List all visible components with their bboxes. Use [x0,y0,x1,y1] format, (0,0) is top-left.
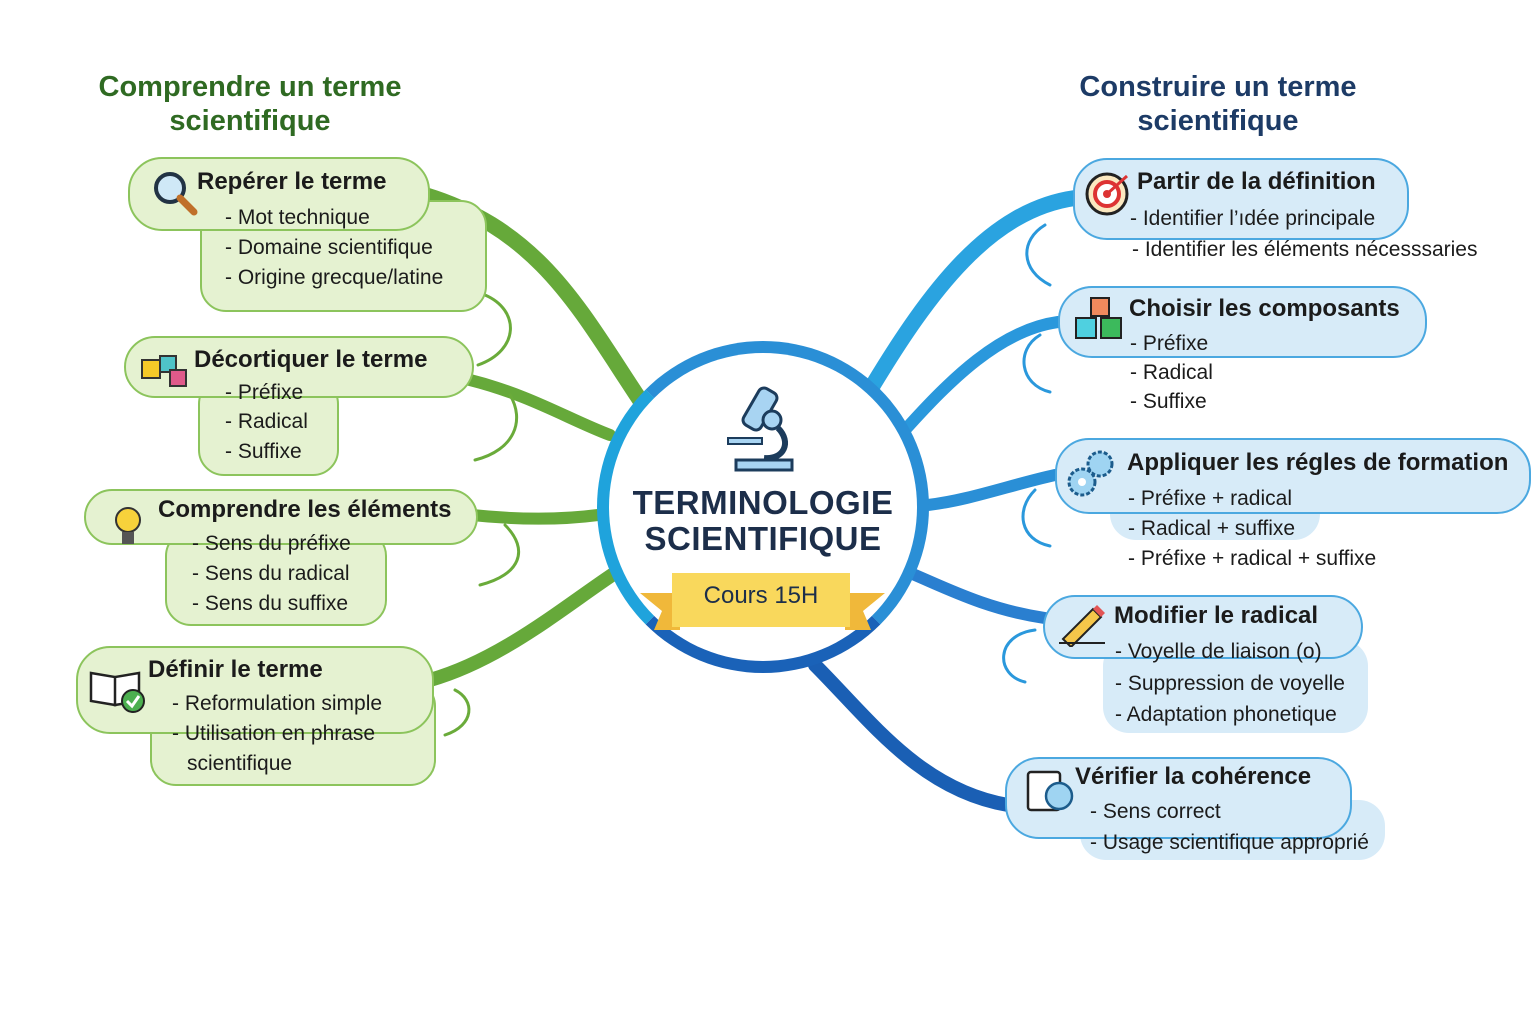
node-item: - Reformulation simple [172,692,383,715]
document-check-icon [1025,768,1077,819]
course-badge: Cours 15H [672,573,850,627]
node-item: - Sens du radical [192,562,350,585]
node-item: - Utilisation en phrase [172,722,376,745]
node-title: Choisir les composants [1129,295,1400,322]
node-item: - Suppression de voyelle [1115,672,1345,695]
lightbulb-icon [108,502,148,557]
node-item: - Préfixe + radical [1128,487,1292,510]
node-item: - Identifier l’ıdée principale [1130,207,1376,230]
node-title: Modifier le radical [1114,602,1319,629]
node-title: Appliquer les régles de formation [1127,449,1509,476]
node-item: - Préfixe [225,381,304,404]
node-item: scientifique [187,752,293,775]
node-item: - Radical [1130,361,1213,384]
node-item: - Adaptation phonetique [1115,703,1337,726]
magnifier-icon [150,168,202,225]
node-item: - Mot technique [225,206,370,229]
node-item: - Suffixe [1130,390,1207,413]
node-item: - Radical [225,410,308,433]
cubes-icon [1073,296,1129,349]
node-item: - Domaine scientifique [225,236,433,259]
node-title: Partir de la définition [1137,168,1376,195]
node-item: - Suffixe [225,440,302,463]
pencil-icon [1055,603,1107,652]
puzzle-icon [140,352,194,399]
node-item: - Voyelle de liaison (o) [1115,640,1322,663]
node-item: - Sens du préfixe [192,532,351,555]
book-check-icon [88,665,148,720]
node-item: - Sens correct [1090,800,1221,823]
node-item: - Identifier les éléments nécesssaries [1132,238,1478,261]
node-title: Définir le terme [148,656,323,683]
node-title: Décortiquer le terme [194,346,428,373]
node-title: Repérer le terme [197,168,387,195]
node-item: - Préfixe + radical + suffixe [1128,547,1377,570]
node-item: - Usage scientifique approprié [1090,831,1369,854]
central-title-line1: TERMINOLOGIE [632,484,894,521]
node-title: Vérifier la cohérence [1075,763,1312,790]
node-item: - Préfixe [1130,332,1209,355]
node-item: - Sens du suffixe [192,592,349,615]
gears-icon [1064,448,1120,505]
target-icon [1085,170,1131,221]
microscope-icon [722,380,802,480]
central-title-line2: SCIENTIFIQUE [644,520,882,557]
node-title: Comprendre les éléments [158,496,452,523]
node-item: - Radical + suffixe [1128,517,1296,540]
ribbon-tails [640,593,885,630]
node-item: - Origine grecque/latine [225,266,444,289]
